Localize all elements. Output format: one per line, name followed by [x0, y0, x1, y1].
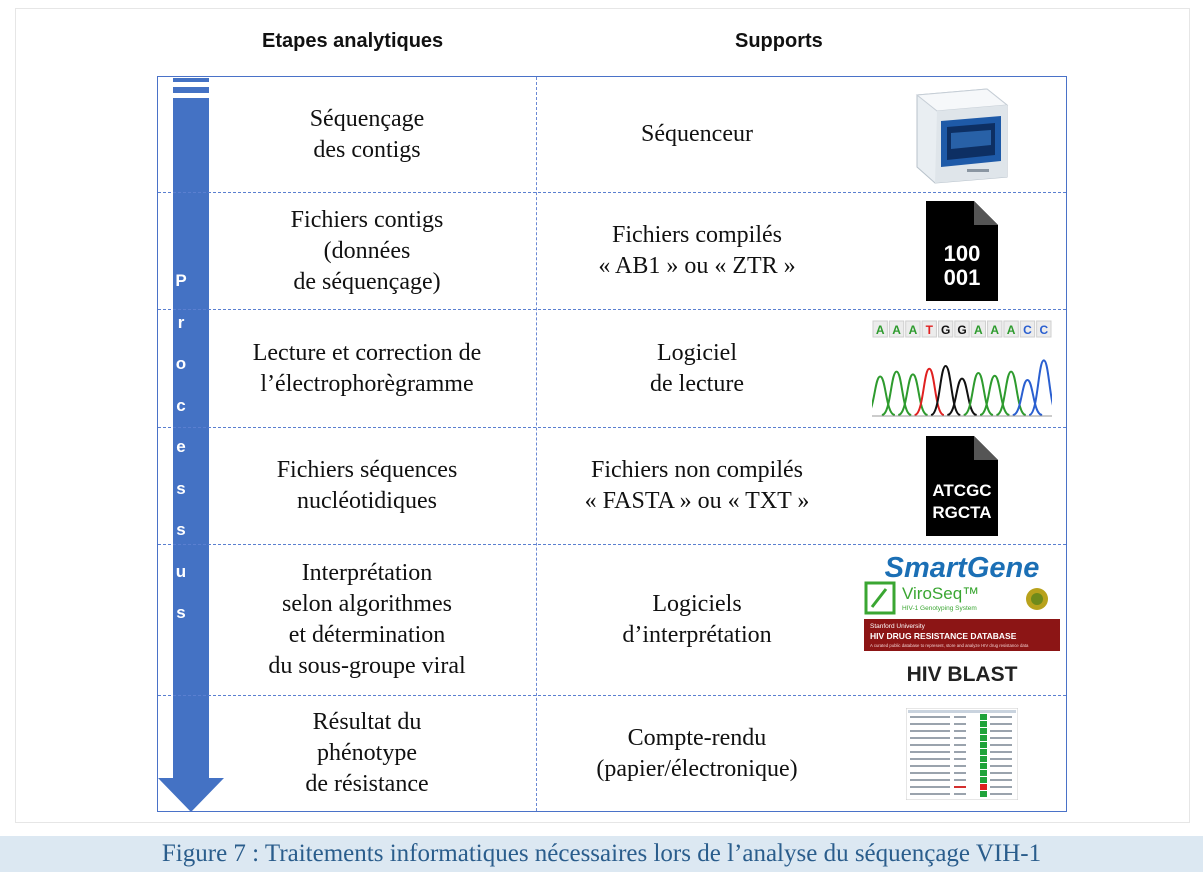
step-cell: Interprétation selon algorithmes et déte… — [268, 560, 466, 679]
table-row: Interprétation selon algorithmes et déte… — [158, 545, 1066, 696]
support-cell: Logiciels d’interprétation — [622, 591, 772, 648]
table-row: Lecture et correction de l’électrophorèg… — [158, 310, 1066, 428]
svg-text:ATCGC: ATCGC — [932, 481, 991, 500]
process-letter: r — [177, 312, 185, 332]
base-letter: A — [909, 323, 918, 337]
base-letter: G — [941, 323, 950, 337]
process-letter: s — [176, 478, 186, 498]
table-row: Fichiers contigs (données de séquençage)… — [158, 193, 1066, 310]
peak — [1012, 378, 1043, 416]
svg-text:001: 001 — [944, 265, 981, 290]
support-cell: Séquenceur — [641, 121, 753, 147]
base-letter: A — [1007, 323, 1016, 337]
step-cell: Fichiers séquences nucléotidiques — [276, 457, 458, 514]
peak — [979, 374, 1010, 416]
base-letter: A — [990, 323, 999, 337]
base-letter: C — [1023, 323, 1032, 337]
svg-text:A curated public database to r: A curated public database to represent, … — [870, 643, 1029, 648]
step-cell: Lecture et correction de l’électrophorèg… — [252, 339, 482, 397]
binary-file-icon: 100 001 — [858, 193, 1066, 309]
base-letter: C — [1039, 323, 1048, 337]
base-letter: A — [892, 323, 901, 337]
figure-caption: Figure 7 : Traitements informatiques néc… — [0, 836, 1203, 872]
smartgene-logo: SmartGene — [885, 552, 1040, 584]
software-logos: SmartGene ViroSeq™ HIV-1 Genotyping Syst… — [858, 545, 1066, 695]
header-steps: Etapes analytiques — [262, 30, 444, 52]
column-divider — [536, 77, 537, 811]
table-row: Résultat du phénotype de résistance Comp… — [158, 696, 1066, 811]
hiv-blast-logo: HIV BLAST — [907, 663, 1018, 686]
svg-text:HIV-1 Genotyping System: HIV-1 Genotyping System — [902, 605, 977, 612]
process-letter: P — [175, 271, 187, 290]
viroseq-logo: ViroSeq™ HIV-1 Genotyping System — [864, 581, 1048, 615]
base-letter: G — [957, 323, 966, 337]
header-supports: Supports — [735, 30, 823, 52]
svg-text:Stanford University: Stanford University — [870, 623, 926, 630]
peak — [1028, 358, 1052, 416]
peak — [872, 374, 896, 416]
step-cell: Séquençage des contigs — [309, 105, 425, 163]
table-row: Fichiers séquences nucléotidiques Fichie… — [158, 428, 1066, 545]
support-cell: Fichiers non compilés « FASTA » ou « TXT… — [584, 457, 810, 514]
process-letter: u — [175, 561, 187, 581]
step-cell: Résultat du phénotype de résistance — [305, 709, 429, 797]
support-cell: Compte-rendu (papier/électronique) — [596, 724, 798, 782]
svg-text:RGCTA: RGCTA — [932, 503, 991, 522]
sequence-file-icon: ATCGC RGCTA — [858, 428, 1066, 544]
base-letter: A — [974, 323, 983, 337]
process-letter: s — [176, 603, 186, 622]
svg-text:100: 100 — [944, 241, 981, 266]
peak — [881, 370, 912, 416]
support-cell: Logiciel de lecture — [650, 339, 744, 397]
table-row: Séquençage des contigs Séquenceur — [158, 77, 1066, 193]
process-letter: e — [176, 437, 186, 456]
process-letter: s — [176, 520, 186, 539]
process-letter: c — [176, 395, 186, 415]
base-letter: T — [926, 323, 934, 337]
stanford-hivdb-logo: Stanford University HIV DRUG RESISTANCE … — [864, 619, 1060, 651]
process-table: Séquençage des contigs Séquenceur Fichie… — [157, 76, 1067, 812]
peak — [946, 377, 978, 416]
peak — [914, 367, 945, 416]
base-letter: A — [876, 323, 885, 337]
report-thumbnail-icon — [858, 696, 1066, 811]
svg-text:ViroSeq™: ViroSeq™ — [902, 584, 979, 603]
support-cell: Fichiers compilés « AB1 » ou « ZTR » — [598, 222, 796, 279]
peak — [897, 372, 929, 416]
step-cell: Fichiers contigs (données de séquençage) — [290, 206, 444, 295]
sequencer-machine-icon — [858, 77, 1066, 192]
process-letter: o — [175, 354, 187, 373]
svg-text:HIV DRUG RESISTANCE DATABASE: HIV DRUG RESISTANCE DATABASE — [870, 631, 1017, 641]
